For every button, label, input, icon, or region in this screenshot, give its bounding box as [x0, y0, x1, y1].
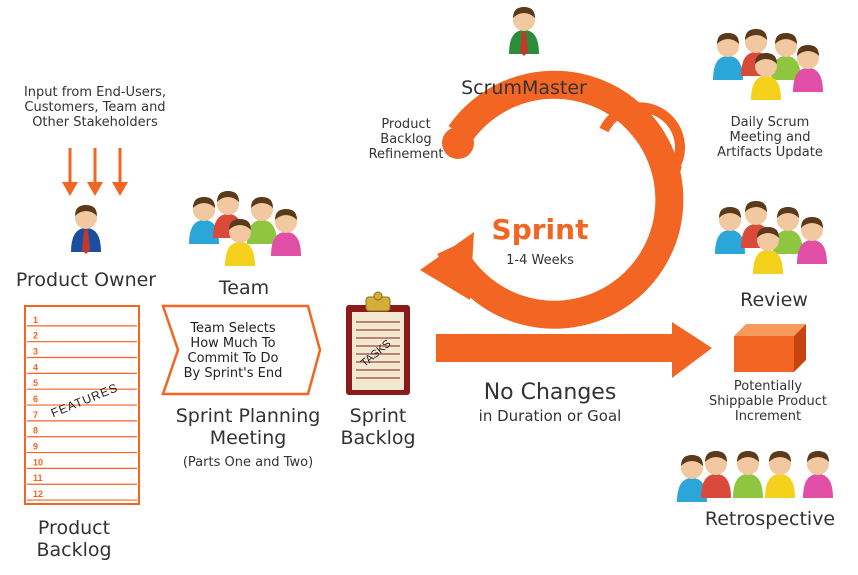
backlog-refinement-label: Product Backlog Refinement: [368, 117, 444, 162]
backlog-item-number: 2: [33, 331, 38, 341]
backlog-item-number: 3: [33, 347, 38, 357]
backlog-item-number: 4: [33, 362, 38, 372]
review-label: Review: [740, 289, 808, 311]
backlog-item-number: 6: [33, 394, 38, 404]
team-group-icon: [189, 191, 301, 266]
planning-title: Sprint Planning Meeting: [175, 405, 321, 449]
sprint-title: Sprint: [491, 213, 589, 246]
backlog-item-number: 9: [33, 442, 38, 452]
clipboard-icon: TASKS: [346, 291, 410, 395]
sprint-duration: 1-4 Weeks: [506, 253, 574, 268]
product-owner-label: Product Owner: [15, 269, 157, 291]
planning-subtitle: (Parts One and Two): [182, 455, 314, 470]
backlog-item-number: 12: [33, 489, 43, 499]
sprint-cycle: [420, 70, 685, 329]
team-label: Team: [218, 277, 270, 299]
no-changes-label: No Changes: [483, 380, 617, 405]
product-backlog-label: Product Backlog: [36, 517, 112, 561]
increment-label: Potentially Shippable Product Increment: [709, 379, 827, 424]
retrospective-group-icon: [677, 451, 833, 502]
daily-scrum-label: Daily Scrum Meeting and Artifacts Update: [717, 115, 823, 160]
backlog-item-number: 8: [33, 426, 38, 436]
scrum-master-label: ScrumMaster: [461, 77, 587, 99]
planning-box-text: Team Selects How Much To Commit To Do By…: [183, 321, 283, 381]
backlog-item-number: 1: [33, 315, 38, 325]
daily-scrum-group-icon: [713, 29, 823, 100]
review-group-icon: [715, 201, 827, 274]
backlog-item-number: 7: [33, 410, 38, 420]
input-sources-text: Input from End-Users, Customers, Team an…: [23, 85, 167, 130]
sprint-backlog-label: Sprint Backlog: [340, 405, 416, 449]
product-box-icon: [734, 324, 806, 372]
backlog-item-number: 11: [33, 473, 43, 483]
increment-arrow: [436, 322, 712, 378]
product-owner-icon: [71, 205, 101, 254]
backlog-item-number: 10: [33, 457, 43, 467]
planning-chevron: [161, 304, 322, 396]
scrum-master-icon: [509, 7, 539, 56]
backlog-item-number: 5: [33, 378, 38, 388]
retrospective-label: Retrospective: [704, 508, 836, 530]
input-arrows: [62, 148, 128, 196]
no-changes-subtitle: in Duration or Goal: [478, 407, 622, 425]
